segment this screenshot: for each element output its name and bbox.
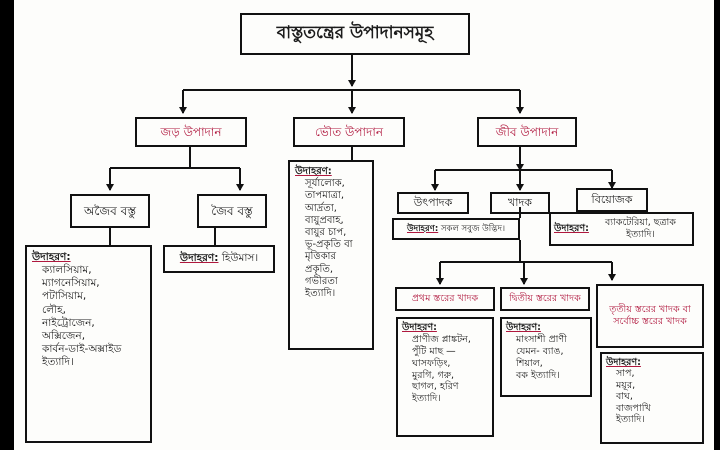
list-item: বাজপাখি [616,402,651,414]
decomposer-node: বিয়োজক [576,188,648,212]
secondary-consumer-examples: উদাহরণ: মাংসাশী প্রাণী যেমন- ব্যাঙ, শিয়… [500,317,592,397]
biotic-node: জীব উপাদান [477,117,577,147]
list-item: ঘাসফড়িং, [412,357,451,369]
list-item: পুঁটি মাছ — [412,345,456,357]
list-item: অক্সিজেন, [42,329,86,342]
secondary-consumer-node: দ্বিতীয় স্তরের খাদক [500,287,590,311]
primary-consumer-node: প্রথম স্তরের খাদক [395,287,495,311]
list-item: ক্যালসিয়াম, [42,264,92,277]
list-item: বাঘ, [616,391,633,403]
list-item: বায়ুপ্রবাহ, [305,214,344,226]
primary-example-label: উদাহরণ: [402,322,437,333]
tertiary-consumer-node: তৃতীয় স্তরের খাদক বা সর্বোচ্চ স্তরের খা… [596,284,704,348]
inorganic-examples: উদাহরণ: ক্যালসিয়াম, ম্যাগনেসিয়াম, পটাস… [25,245,152,443]
list-item: সূর্যালোক, [305,178,345,190]
inorganic-example-label: উদাহরণ: [32,251,71,263]
list-item: মৃত্তিকার প্রকৃতি, [305,251,336,275]
list-item: বক ইত্যাদি। [516,369,560,381]
organic-examples: উদাহরণ: হিউমাস। [163,245,275,273]
physical-examples: উদাহরণ: সূর্যালোক, তাপমাত্রা, আর্দ্রতা, … [288,160,374,350]
list-item: ইত্যাদি। [412,393,441,405]
list-item: ইত্যাদি। [616,413,645,425]
list-item: গভীরতা [305,275,338,287]
producer-node: উৎপাদক [397,192,469,214]
list-item: শিয়াল, [516,357,543,369]
diagram-title: বাস্তুতন্ত্রের উপাদানসমূহ [240,13,470,55]
list-item: মুরগি, গরু, [412,369,455,381]
producer-example-text: সকল সবুজ উদ্ভিদ। [440,223,505,234]
list-item: বায়ুর চাপ, [305,226,347,238]
list-item: মাংসাশী প্রাণী [516,333,567,345]
decomposer-examples: উদাহরণ: ব্যাকটেরিয়া, ছত্রাক ইত্যাদি। [549,212,694,246]
list-item: প্রাণীজ প্লাঙ্কটন, [412,333,471,345]
list-item: আর্দ্রতা, [305,202,337,214]
list-item: সাপ, [616,368,635,380]
paper-background [14,0,714,450]
tertiary-consumer-examples: উদাহরণ: সাপ, ময়ূর, বাঘ, বাজপাখি ইত্যাদি… [600,352,704,444]
secondary-example-label: উদাহরণ: [506,322,541,333]
consumer-node: খাদক [490,192,550,214]
list-item: ইত্যাদি। [42,356,74,368]
list-item: ভূ-প্রকৃতি বা [305,239,353,251]
left-black-border [0,0,14,450]
list-item: লৌহ, [42,303,66,316]
decomposer-example-label: উদাহরণ: [554,223,589,235]
inorganic-node: অজৈব বস্তু [70,194,150,228]
producer-examples: উদাহরণ: সকল সবুজ উদ্ভিদ। [392,218,520,240]
list-item: কার্বন-ডাই-অক্সাইড [42,342,122,355]
organic-node: জৈব বস্তু [197,194,267,228]
list-item: ছাগল, হরিণ [412,381,459,393]
physical-node: ভৌত উপাদান [293,117,405,147]
abiotic-node: জড় উপাদান [135,117,247,147]
producer-example-label: উদাহরণ: [406,223,439,234]
list-item: ইত্যাদি। [305,287,336,299]
physical-example-label: উদাহরণ: [295,166,332,177]
list-item: নাইট্রোজেন, [42,316,95,329]
list-item: ম্যাগনেসিয়াম, [42,277,100,290]
list-item: যেমন- ব্যাঙ, [516,345,564,357]
tertiary-example-label: উদাহরণ: [606,357,641,368]
organic-example-text: হিউমাস। [221,252,259,265]
list-item: ময়ূর, [616,379,636,391]
organic-example-label: উদাহরণ: [179,252,219,265]
decomposer-example-text: ব্যাকটেরিয়া, ছত্রাক ইত্যাদি। [605,217,676,240]
primary-consumer-examples: উদাহরণ: প্রাণীজ প্লাঙ্কটন, পুঁটি মাছ — ঘ… [396,317,494,437]
list-item: পটাসিয়াম, [42,290,87,303]
list-item: তাপমাত্রা, [305,190,345,202]
right-black-border [714,0,720,450]
